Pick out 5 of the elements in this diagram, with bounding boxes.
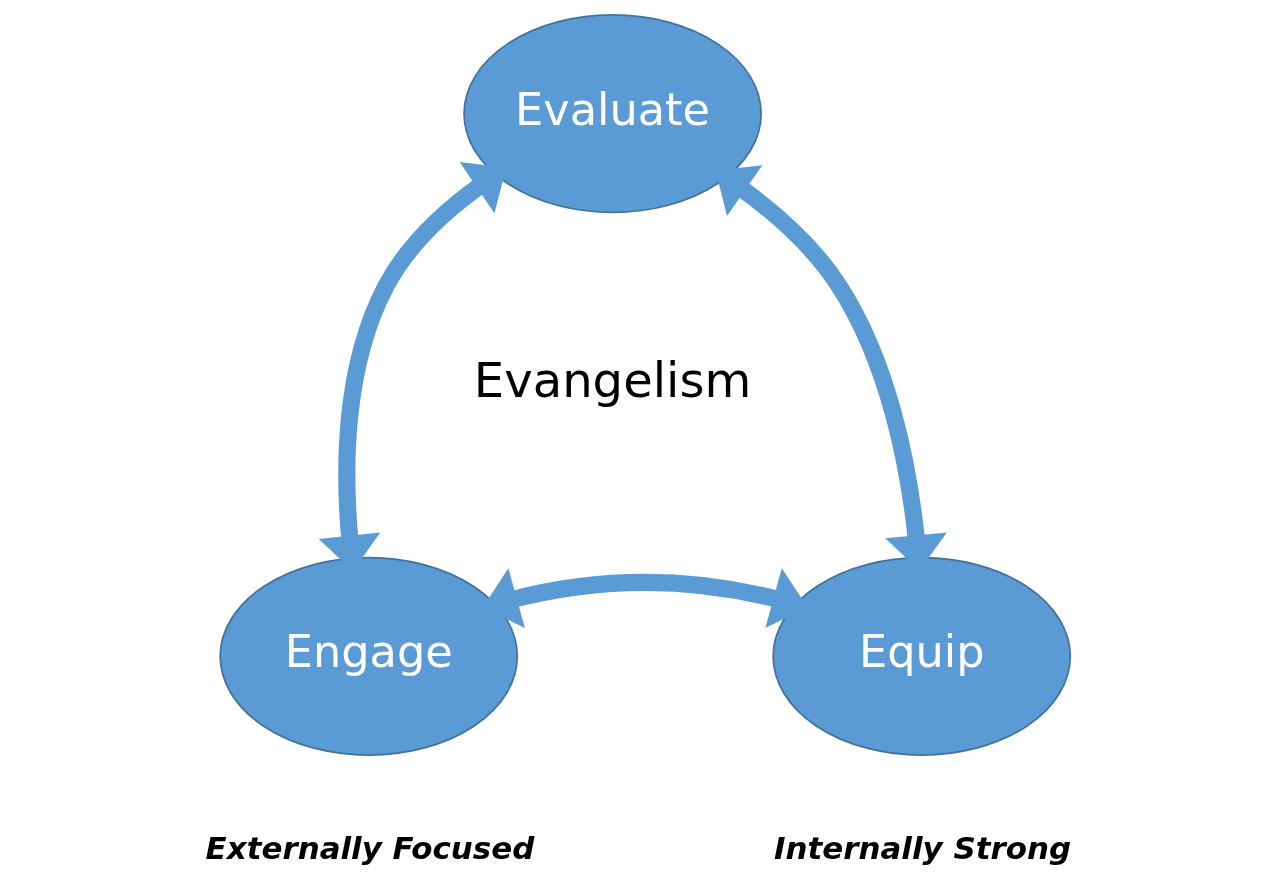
node-label: Externally Focused bbox=[205, 829, 535, 866]
node-label: Internally Strong bbox=[774, 829, 1072, 866]
node-ellipse: Engage bbox=[219, 556, 519, 756]
label: Evangelism bbox=[473, 351, 752, 408]
node-ellipse: Equip bbox=[772, 556, 1072, 756]
